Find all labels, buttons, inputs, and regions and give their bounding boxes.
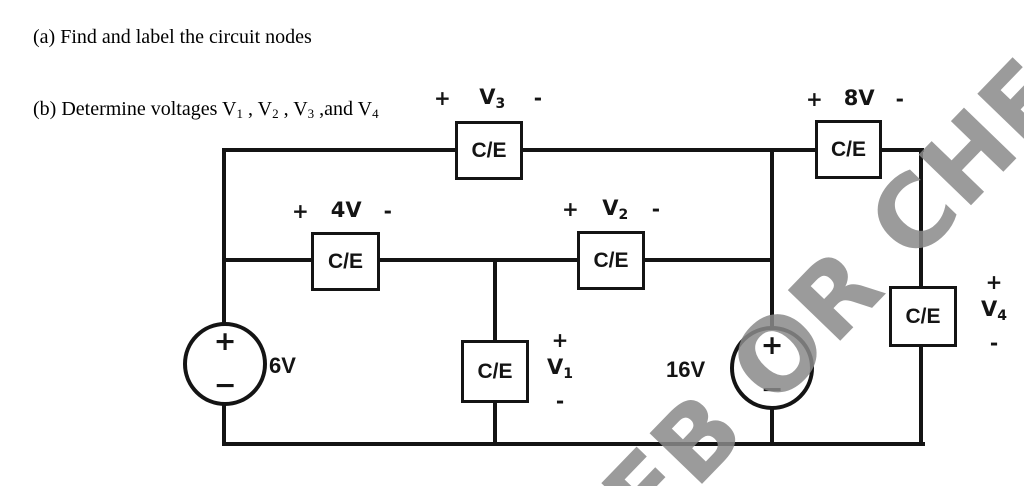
minus-terminal: −	[213, 370, 237, 401]
voltage-source-16v: + −	[730, 326, 814, 410]
plus-sign: +	[985, 270, 1003, 294]
v2-symbol: V	[257, 98, 273, 120]
wire-right-lower	[919, 344, 923, 446]
plus-terminal: +	[213, 326, 237, 357]
v3-symbol: V	[293, 98, 308, 120]
instructions: (a) Find and label the circuit nodes (b)…	[3, 1, 379, 150]
voltage-name-v3-symbol: V	[479, 85, 496, 109]
voltage-name-v4-symbol: V	[980, 297, 998, 321]
voltage-source-6v: + −	[183, 322, 267, 406]
voltage-label-v4: + V4 -	[972, 271, 1016, 354]
minus-sign: -	[895, 87, 904, 111]
separator-2: ,	[278, 98, 294, 120]
voltage-name-4v-symbol: 4V	[330, 198, 362, 222]
voltage-name-8v-symbol: 8V	[843, 86, 875, 110]
wire-left-upper	[222, 148, 226, 324]
wire-mid-right-lower	[770, 407, 774, 446]
separator-3: ,and	[314, 98, 358, 120]
minus-terminal: −	[760, 374, 784, 405]
minus-sign: -	[555, 389, 565, 413]
voltage-name-v1: V1	[547, 354, 573, 387]
voltage-name-4v: 4V	[331, 197, 362, 230]
ce-box-v4: C/E	[889, 286, 957, 347]
source-label-6v: 6V	[269, 353, 296, 378]
voltage-label-4v: + 4V -	[292, 197, 392, 230]
minus-sign: -	[383, 199, 392, 223]
ce-box-v2: C/E	[577, 231, 645, 290]
voltage-name-v4-sub: 4	[997, 308, 1007, 324]
v2-subscript: 2	[272, 106, 279, 121]
voltage-name-v2-symbol: V	[602, 196, 619, 220]
ce-box-v4-label: C/E	[905, 304, 941, 328]
voltage-name-v3-sub: 3	[495, 96, 506, 112]
ce-box-v3: C/E	[455, 121, 523, 180]
wire-top	[222, 148, 924, 152]
voltage-name-v4: V4	[981, 296, 1007, 329]
wire-left-lower	[222, 403, 226, 446]
voltage-label-v1: + V1 -	[538, 329, 582, 412]
separator-1: ,	[242, 98, 258, 120]
v4-subscript: 4	[372, 106, 379, 121]
ce-box-4v-label: C/E	[327, 249, 363, 273]
ce-box-v3-label: C/E	[471, 138, 507, 162]
voltage-name-v2-sub: 2	[618, 207, 629, 223]
plus-sign: +	[806, 87, 823, 111]
source-label-16v: 16V	[666, 357, 706, 382]
wire-bottom	[222, 442, 925, 446]
ce-box-v1: C/E	[461, 340, 529, 403]
plus-sign: +	[551, 328, 569, 352]
instruction-line-b-prefix: (b) Determine voltages	[33, 98, 223, 120]
voltage-label-8v: + 8V -	[806, 85, 904, 118]
instruction-line-a-text: (a) Find and label the circuit nodes	[33, 26, 312, 48]
voltage-label-v2: + V2 -	[562, 195, 660, 228]
ce-box-v1-label: C/E	[477, 359, 513, 383]
minus-sign: -	[989, 331, 999, 355]
minus-sign: -	[533, 86, 542, 110]
wire-middle	[222, 258, 774, 262]
instruction-line-b: (b) Determine voltages V1 , V2 , V3 ,and…	[3, 73, 379, 150]
plus-sign: +	[562, 197, 579, 221]
minus-sign: -	[651, 197, 660, 221]
plus-sign: +	[434, 86, 451, 110]
voltage-name-v1-symbol: V	[546, 355, 564, 379]
ce-box-4v: C/E	[311, 232, 380, 291]
voltage-label-v3: + V3 -	[434, 84, 542, 117]
wire-mid-right-upper	[770, 148, 774, 328]
voltage-name-8v: 8V	[844, 85, 875, 118]
ce-box-v2-label: C/E	[593, 248, 629, 272]
ce-box-8v-label: C/E	[830, 137, 866, 161]
instruction-line-a: (a) Find and label the circuit nodes	[3, 1, 379, 73]
plus-sign: +	[292, 199, 309, 223]
voltage-name-v1-sub: 1	[563, 366, 573, 382]
v1-symbol: V	[222, 98, 237, 120]
wire-v1-upper	[493, 258, 497, 342]
v4-symbol: V	[357, 98, 373, 120]
ce-box-8v: C/E	[815, 120, 882, 179]
v3-subscript: 3	[307, 106, 315, 121]
wire-v1-lower	[493, 400, 497, 446]
v1-subscript: 1	[236, 106, 243, 121]
voltage-name-v2: V2	[602, 195, 628, 228]
wire-right-upper	[919, 148, 923, 290]
voltage-name-v3: V3	[479, 84, 505, 117]
plus-terminal: +	[760, 330, 784, 361]
